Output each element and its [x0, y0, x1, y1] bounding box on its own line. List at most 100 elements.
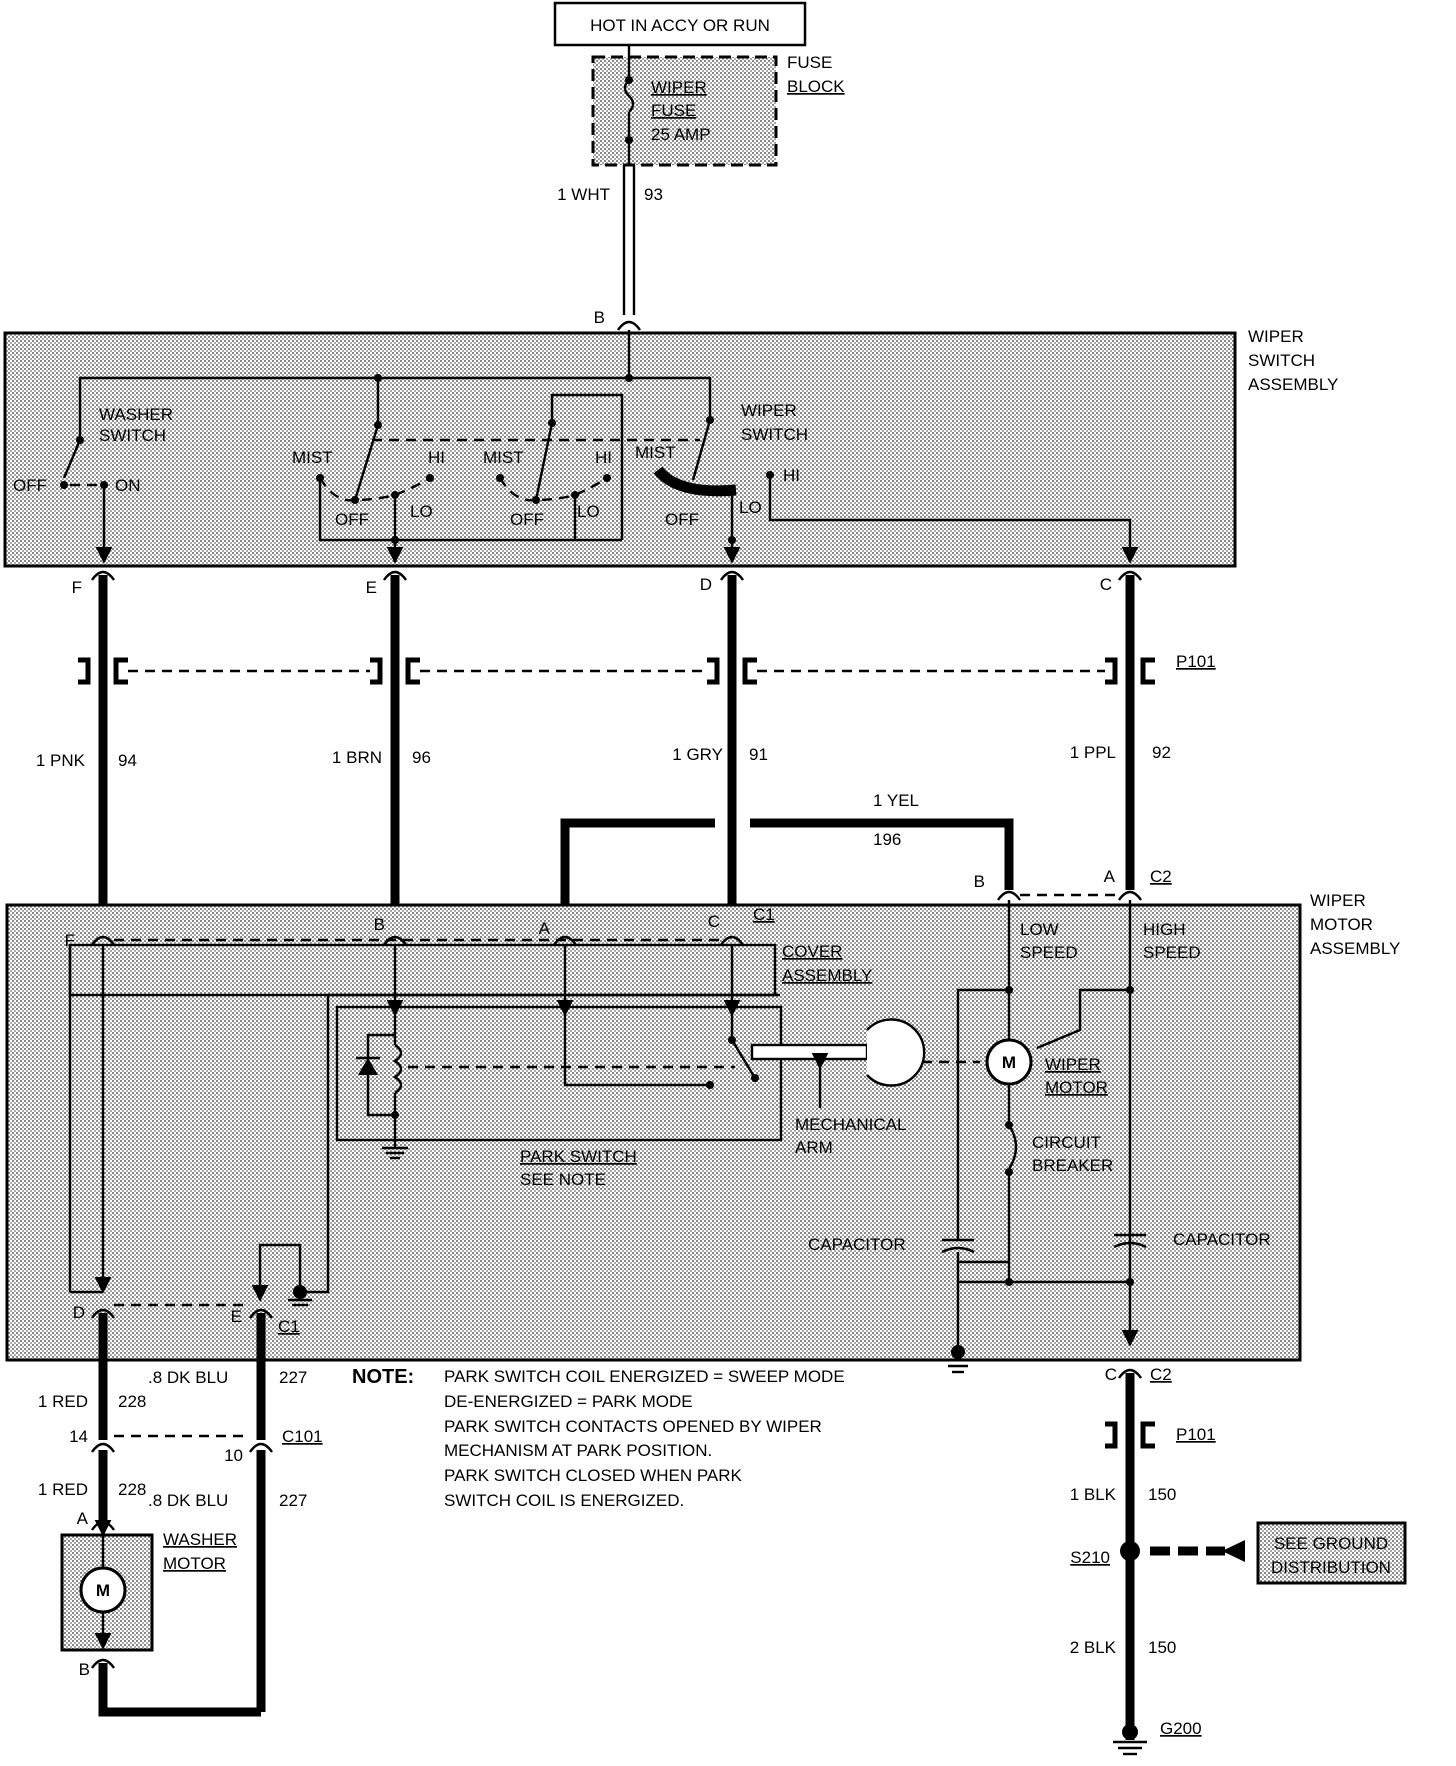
svg-text:HIGH: HIGH: [1143, 920, 1186, 939]
svg-text:WIPER: WIPER: [651, 78, 707, 97]
svg-text:CAPACITOR: CAPACITOR: [808, 1235, 906, 1254]
svg-text:94: 94: [118, 751, 137, 770]
svg-text:WIPER: WIPER: [1045, 1055, 1101, 1074]
svg-text:FUSE: FUSE: [787, 53, 832, 72]
svg-text:1 BLK: 1 BLK: [1070, 1485, 1117, 1504]
wiper-switch-section-2[interactable]: MIST HI OFF LO: [483, 393, 624, 540]
svg-text:SEE GROUND: SEE GROUND: [1274, 1534, 1388, 1553]
svg-text:25 AMP: 25 AMP: [651, 125, 711, 144]
svg-text:228: 228: [118, 1392, 146, 1411]
svg-text:FUSE: FUSE: [651, 101, 696, 120]
svg-text:CAPACITOR: CAPACITOR: [1173, 1230, 1271, 1249]
svg-text:C1: C1: [753, 905, 775, 924]
svg-text:BLOCK: BLOCK: [787, 77, 845, 96]
power-source: HOT IN ACCY OR RUN: [553, 1, 807, 47]
svg-text:ASSEMBLY: ASSEMBLY: [1310, 939, 1400, 958]
svg-text:MOTOR: MOTOR: [163, 1554, 226, 1573]
jumper-wire-yel: 1 YEL 196: [560, 791, 1014, 935]
svg-text:LOW: LOW: [1020, 920, 1059, 939]
svg-text:SWITCH: SWITCH: [1248, 351, 1315, 370]
svg-text:OFF: OFF: [665, 510, 699, 529]
svg-text:C: C: [1105, 1365, 1117, 1384]
svg-text:F: F: [65, 931, 75, 950]
svg-text:MIST: MIST: [483, 448, 524, 467]
svg-text:1 YEL: 1 YEL: [873, 791, 919, 810]
svg-text:LO: LO: [577, 502, 600, 521]
svg-text:1 PNK: 1 PNK: [36, 751, 86, 770]
svg-text:M: M: [96, 1581, 110, 1600]
svg-text:227: 227: [279, 1491, 307, 1510]
svg-text:196: 196: [873, 830, 901, 849]
fuse-block: WIPER FUSE 25 AMP FUSE BLOCK: [591, 45, 845, 167]
svg-text:1 BRN: 1 BRN: [332, 748, 382, 767]
svg-text:B: B: [79, 1660, 90, 1679]
see-ground-distribution-box[interactable]: SEE GROUND DISTRIBUTION: [1256, 1521, 1407, 1585]
svg-text:.8 DK BLU: .8 DK BLU: [148, 1491, 228, 1510]
washer-circuit: .8 DK BLU 227 1 RED 228 14 10 C101 1 RED…: [38, 1308, 323, 1717]
svg-text:HI: HI: [428, 448, 445, 467]
svg-text:D: D: [73, 1303, 85, 1322]
svg-text:ASSEMBLY: ASSEMBLY: [782, 966, 872, 985]
svg-text:C2: C2: [1150, 1365, 1172, 1384]
svg-text:BREAKER: BREAKER: [1032, 1156, 1113, 1175]
svg-text:2 BLK: 2 BLK: [1070, 1638, 1117, 1657]
svg-text:COVER: COVER: [782, 942, 842, 961]
note: NOTE: PARK SWITCH COIL ENERGIZED = SWEEP…: [352, 1366, 845, 1510]
svg-text:150: 150: [1148, 1485, 1176, 1504]
svg-text:WIPER: WIPER: [1248, 327, 1304, 346]
svg-text:MOTOR: MOTOR: [1310, 915, 1373, 934]
svg-text:HOT IN ACCY OR RUN: HOT IN ACCY OR RUN: [590, 16, 770, 35]
svg-text:MIST: MIST: [292, 448, 333, 467]
svg-text:DISTRIBUTION: DISTRIBUTION: [1271, 1558, 1391, 1577]
svg-text:E: E: [231, 1307, 242, 1326]
svg-text:ASSEMBLY: ASSEMBLY: [1248, 375, 1338, 394]
svg-text:C101: C101: [282, 1427, 323, 1446]
svg-text:F: F: [72, 578, 82, 597]
svg-text:96: 96: [412, 748, 431, 767]
svg-text:HI: HI: [783, 466, 800, 485]
svg-text:91: 91: [749, 745, 768, 764]
capacitor-left: CAPACITOR: [808, 1235, 975, 1352]
svg-text:227: 227: [279, 1368, 307, 1387]
svg-text:B: B: [374, 915, 385, 934]
svg-text:10: 10: [224, 1446, 243, 1465]
svg-text:C2: C2: [1150, 867, 1172, 886]
feed-wire: 1 WHT 93 B: [557, 165, 663, 331]
svg-text:CIRCUIT: CIRCUIT: [1032, 1133, 1101, 1152]
svg-text:OFF: OFF: [510, 510, 544, 529]
svg-text:SPEED: SPEED: [1020, 943, 1078, 962]
svg-text:93: 93: [644, 185, 663, 204]
svg-text:PARK SWITCH CONTACTS OPENED BY: PARK SWITCH CONTACTS OPENED BY WIPER: [444, 1417, 822, 1436]
svg-text:P101: P101: [1176, 1425, 1216, 1444]
svg-text:MOTOR: MOTOR: [1045, 1078, 1108, 1097]
wiper-switch-assembly: WIPER SWITCH ASSEMBLY WASHER SWITCH OFF …: [3, 327, 1338, 568]
washer-switch[interactable]: WASHER SWITCH OFF ON: [13, 405, 173, 564]
svg-text:B: B: [974, 872, 985, 891]
svg-text:E: E: [366, 578, 377, 597]
svg-text:C: C: [1100, 575, 1112, 594]
svg-text:PARK SWITCH CLOSED WHEN PARK: PARK SWITCH CLOSED WHEN PARK: [444, 1466, 743, 1485]
svg-text:MECHANISM AT PARK POSITION.: MECHANISM AT PARK POSITION.: [444, 1441, 712, 1460]
svg-text:1 RED: 1 RED: [38, 1480, 88, 1499]
svg-text:SPEED: SPEED: [1143, 943, 1201, 962]
svg-text:1 GRY: 1 GRY: [672, 745, 723, 764]
svg-text:HI: HI: [595, 448, 612, 467]
svg-text:1 WHT: 1 WHT: [557, 185, 610, 204]
svg-text:DE-ENERGIZED = PARK MODE: DE-ENERGIZED = PARK MODE: [444, 1392, 693, 1411]
svg-text:MIST: MIST: [635, 443, 676, 462]
svg-text:PARK SWITCH: PARK SWITCH: [520, 1147, 637, 1166]
svg-text:G200: G200: [1160, 1719, 1202, 1738]
svg-text:MECHANICAL: MECHANICAL: [795, 1115, 906, 1134]
svg-text:1 RED: 1 RED: [38, 1392, 88, 1411]
svg-text:OFF: OFF: [335, 510, 369, 529]
svg-text:A: A: [539, 919, 551, 938]
svg-text:ARM: ARM: [795, 1138, 833, 1157]
svg-text:C: C: [708, 912, 720, 931]
svg-text:D: D: [700, 575, 712, 594]
wiper-switch-section-1[interactable]: MIST HI OFF LO: [292, 421, 445, 529]
svg-text:WIPER: WIPER: [741, 401, 797, 420]
wiper-switch-section-3[interactable]: WIPER SWITCH MIST HI OFF LO: [635, 401, 808, 529]
svg-text:.8 DK BLU: .8 DK BLU: [148, 1368, 228, 1387]
wiper-motor: M WIPER MOTOR: [985, 1038, 1108, 1097]
